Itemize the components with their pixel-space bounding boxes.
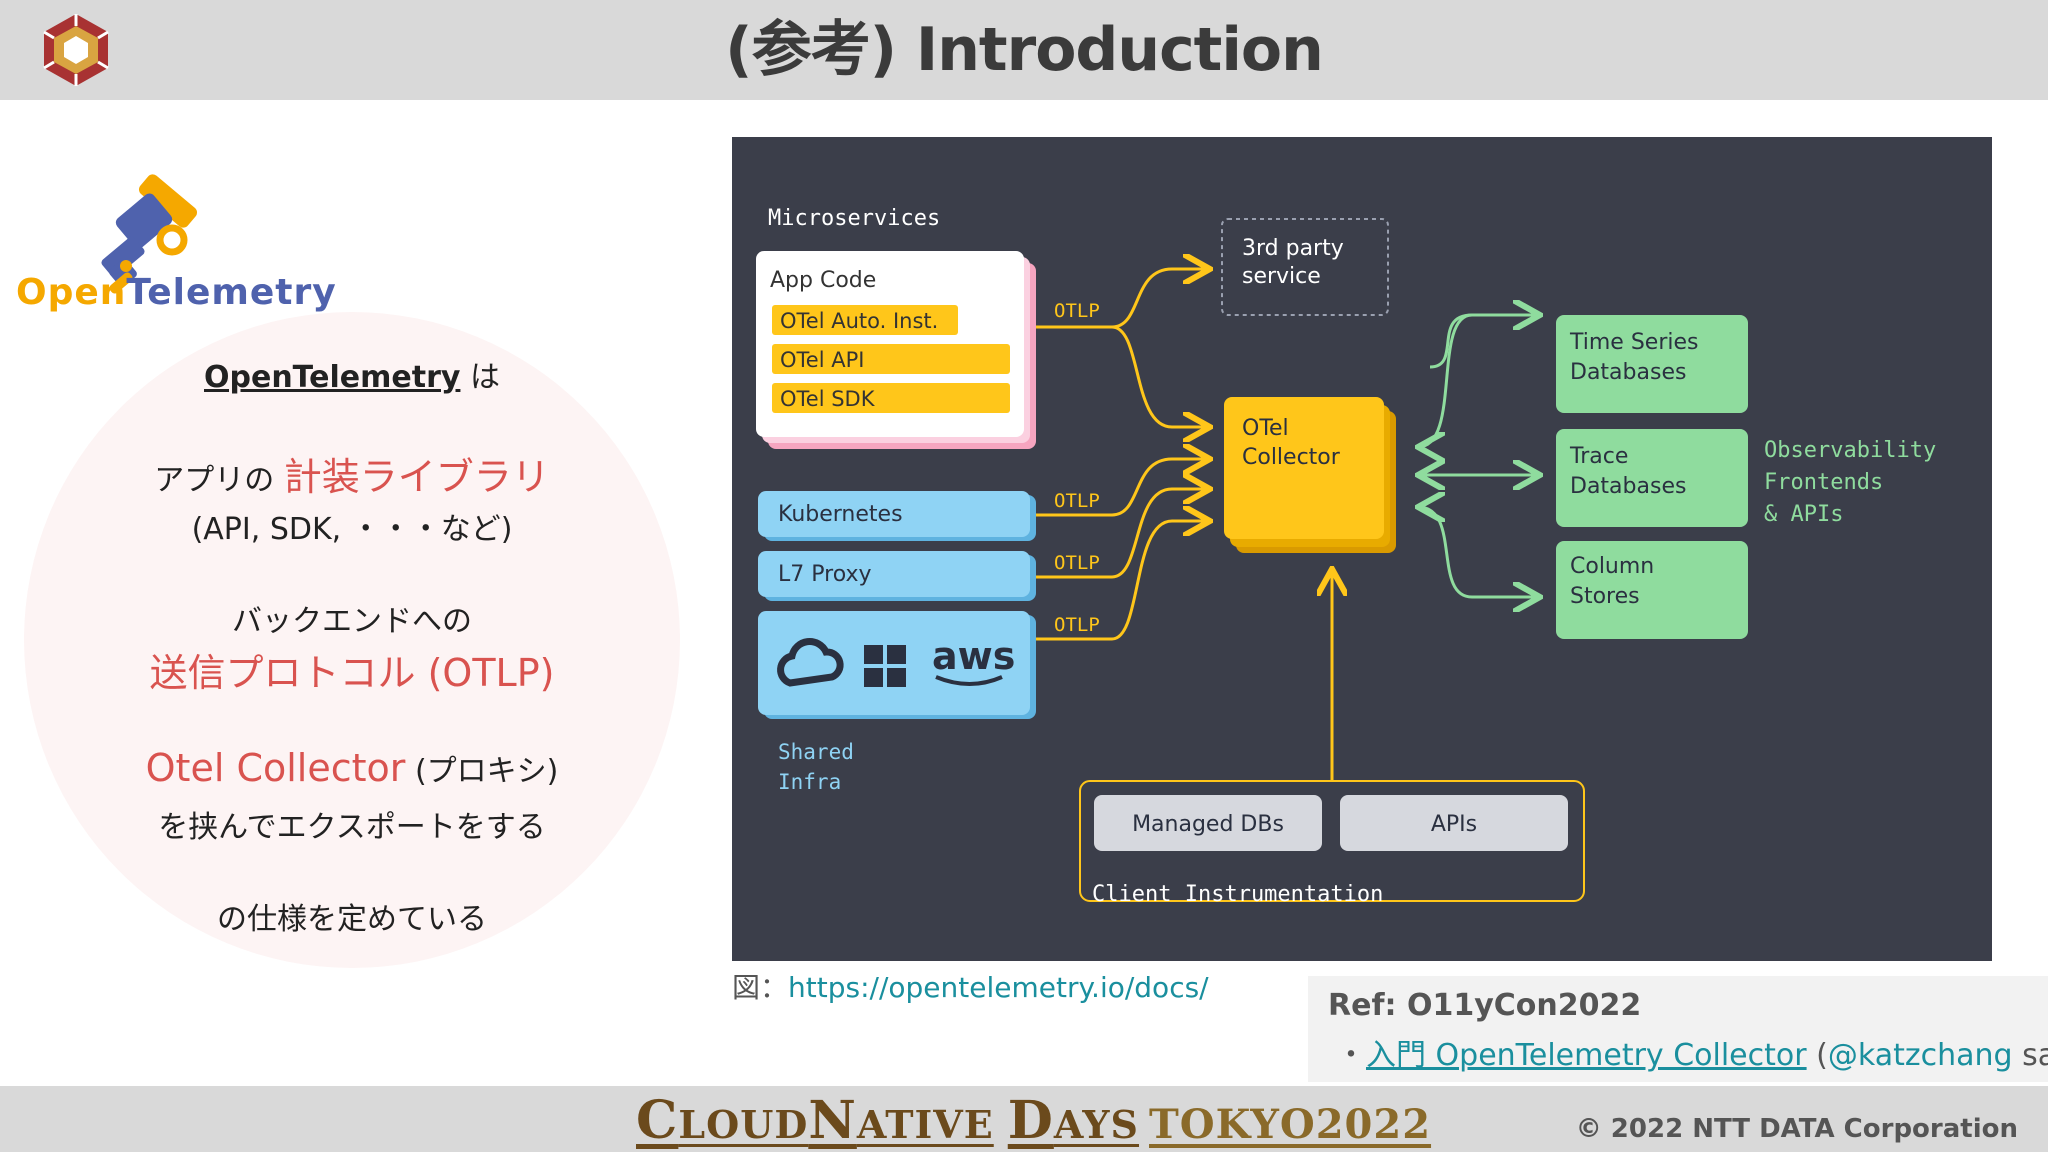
kubernetes-box: [758, 491, 1030, 537]
otlp-connectors: [1036, 269, 1332, 781]
intro-line-7: を挟んでエクスポートをする: [158, 810, 546, 845]
intro-line-6: Otel Collector (プロキシ): [145, 746, 559, 790]
gcp-cloud-icon: [777, 638, 844, 687]
client-instrumentation-frame: [1079, 780, 1585, 902]
background-circle: [24, 312, 680, 968]
otel-sdk-box: [772, 383, 1010, 413]
otel-auto-box: [772, 305, 958, 335]
footer-bar: [0, 1086, 2048, 1152]
architecture-diagram: Microservices App Code OTel Auto. Inst. …: [732, 137, 1992, 961]
otel-api-box: [772, 344, 1010, 374]
third-party-label-2: service: [1242, 264, 1321, 289]
apis-label: APIs: [1431, 812, 1477, 837]
otel-api-label: OTel API: [780, 348, 864, 372]
client-instrumentation-label: Client Instrumentation: [1092, 882, 1383, 907]
aws-smile-icon: [935, 675, 1003, 686]
time-series-db-box: [1556, 315, 1748, 413]
trace-db-label-2: Databases: [1570, 474, 1686, 499]
azure-windows-icon: [864, 645, 906, 687]
time-series-db-label-1: Time Series: [1569, 330, 1699, 355]
reference-box: Ref: O11yCon2022 ・入門 OpenTelemetry Colle…: [1308, 976, 2048, 1082]
shared-infra-label-1: Shared: [778, 740, 854, 764]
app-code-label: App Code: [770, 268, 876, 293]
otlp-label-2: OTLP: [1054, 490, 1100, 512]
otlp-label-3: OTLP: [1054, 552, 1100, 574]
intro-line-3: (API, SDK, ・・・など): [191, 512, 513, 547]
third-party-label-1: 3rd party: [1242, 236, 1344, 261]
header-bar: [0, 0, 2048, 100]
l7-proxy-label: L7 Proxy: [778, 562, 872, 587]
collector-label-2: Collector: [1242, 445, 1341, 470]
l7-proxy-box: [758, 551, 1030, 597]
managed-dbs-label: Managed DBs: [1132, 812, 1284, 837]
column-stores-label-2: Stores: [1570, 584, 1640, 609]
otlp-label-4: OTLP: [1054, 614, 1100, 636]
shared-infra-label-2: Infra: [778, 770, 841, 794]
author-handle: @katzchang: [1827, 1038, 2013, 1073]
opentelemetry-docs-link[interactable]: https://opentelemetry.io/docs/: [788, 971, 1209, 1004]
column-stores-box: [1556, 541, 1748, 639]
observability-label-3: & APIs: [1764, 502, 1843, 527]
aws-icon: aws: [932, 634, 1015, 678]
backend-connectors: [1418, 315, 1540, 597]
reference-link[interactable]: 入門 OpenTelemetry Collector: [1366, 1038, 1807, 1073]
opentelemetry-wordmark: OpenTelemetry: [16, 272, 337, 313]
page-title: (参考) Introduction: [725, 15, 1324, 85]
reference-title: Ref: O11yCon2022: [1328, 988, 1642, 1023]
trace-db-label-1: Trace: [1569, 444, 1628, 469]
trace-db-box: [1556, 429, 1748, 527]
ntt-data-hex-logo: [43, 14, 109, 86]
diagram-canvas: Microservices App Code OTel Auto. Inst. …: [756, 206, 1936, 907]
intro-line-4: バックエンドへの: [232, 604, 472, 639]
intro-line-8: の仕様を定めている: [217, 902, 487, 937]
intro-line-5: 送信プロトコル (OTLP): [149, 651, 555, 695]
intro-line-2: アプリの 計装ライブラリ: [154, 455, 550, 499]
collector-label-1: OTel: [1242, 416, 1289, 441]
copyright-text: © 2022 NTT DATA Corporation: [1575, 1114, 2018, 1144]
microservices-label: Microservices: [768, 206, 940, 231]
reference-line: ・入門 OpenTelemetry Collector (@katzchang …: [1336, 1038, 2048, 1073]
otlp-label-1: OTLP: [1054, 300, 1100, 322]
apis-box: [1340, 795, 1568, 851]
opentelemetry-telescope-icon: [101, 174, 198, 294]
otel-auto-label: OTel Auto. Inst.: [780, 309, 938, 333]
intro-line-1: OpenTelemetry は: [204, 360, 500, 395]
diagram-caption: 図：https://opentelemetry.io/docs/: [732, 971, 1209, 1004]
kubernetes-label: Kubernetes: [778, 502, 903, 527]
observability-label-1: Observability: [1764, 438, 1936, 463]
managed-dbs-box: [1094, 795, 1322, 851]
collector-box: [1224, 397, 1384, 539]
column-stores-label-1: Column: [1570, 554, 1654, 579]
opentelemetry-link[interactable]: OpenTelemetry: [204, 360, 461, 395]
otel-sdk-label: OTel SDK: [780, 387, 876, 411]
observability-label-2: Frontends: [1764, 470, 1883, 495]
time-series-db-label-2: Databases: [1570, 360, 1686, 385]
